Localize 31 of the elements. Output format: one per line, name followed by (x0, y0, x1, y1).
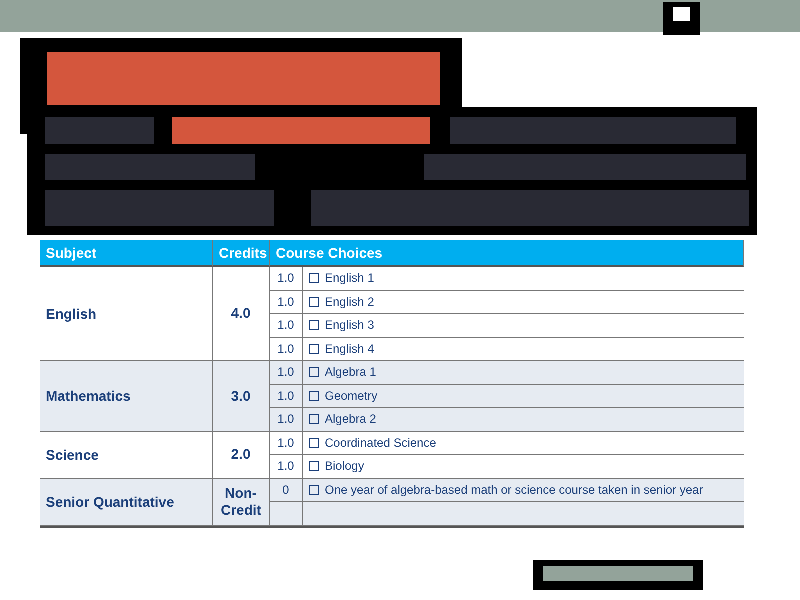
course-name: English 2 (325, 294, 374, 309)
course-name: Biology (325, 459, 364, 474)
credits-value: 3.0 (230, 388, 252, 404)
course-credit: 1.0 (278, 412, 294, 426)
subject-name: Mathematics (46, 388, 131, 404)
course-name: Algebra 1 (325, 365, 376, 380)
course-name: Algebra 2 (325, 412, 376, 426)
credits-value: Non-Credit (221, 485, 261, 518)
credits-value: 4.0 (230, 305, 252, 322)
course-credit: 1.0 (278, 388, 294, 403)
course-credit: 1.0 (278, 365, 294, 380)
course-credit: 1.0 (278, 342, 294, 356)
course-name: Coordinated Science (325, 436, 436, 450)
course-credit: 1.0 (278, 294, 294, 309)
course-name: One year of algebra-based math or science course taken in senior year (325, 482, 704, 497)
subject-name: Senior Quantitative (46, 494, 174, 510)
course-credit: 1.0 (278, 271, 294, 286)
course-name: English 1 (325, 271, 374, 286)
subject-name: Science (46, 446, 99, 462)
course-credit: 1.0 (278, 436, 294, 450)
course-credit: 0 (282, 482, 290, 497)
column-header: Credits (219, 244, 268, 260)
course-name: Geometry (325, 388, 378, 403)
column-header: Subject (46, 244, 97, 260)
course-credit: 1.0 (278, 459, 294, 474)
course-credit: 1.0 (278, 318, 294, 332)
course-name: English 3 (325, 318, 374, 332)
subject-name: English (46, 306, 97, 322)
course-name: English 4 (325, 342, 374, 356)
credits-value: 2.0 (230, 446, 252, 463)
column-header: Course Choices (276, 244, 383, 260)
